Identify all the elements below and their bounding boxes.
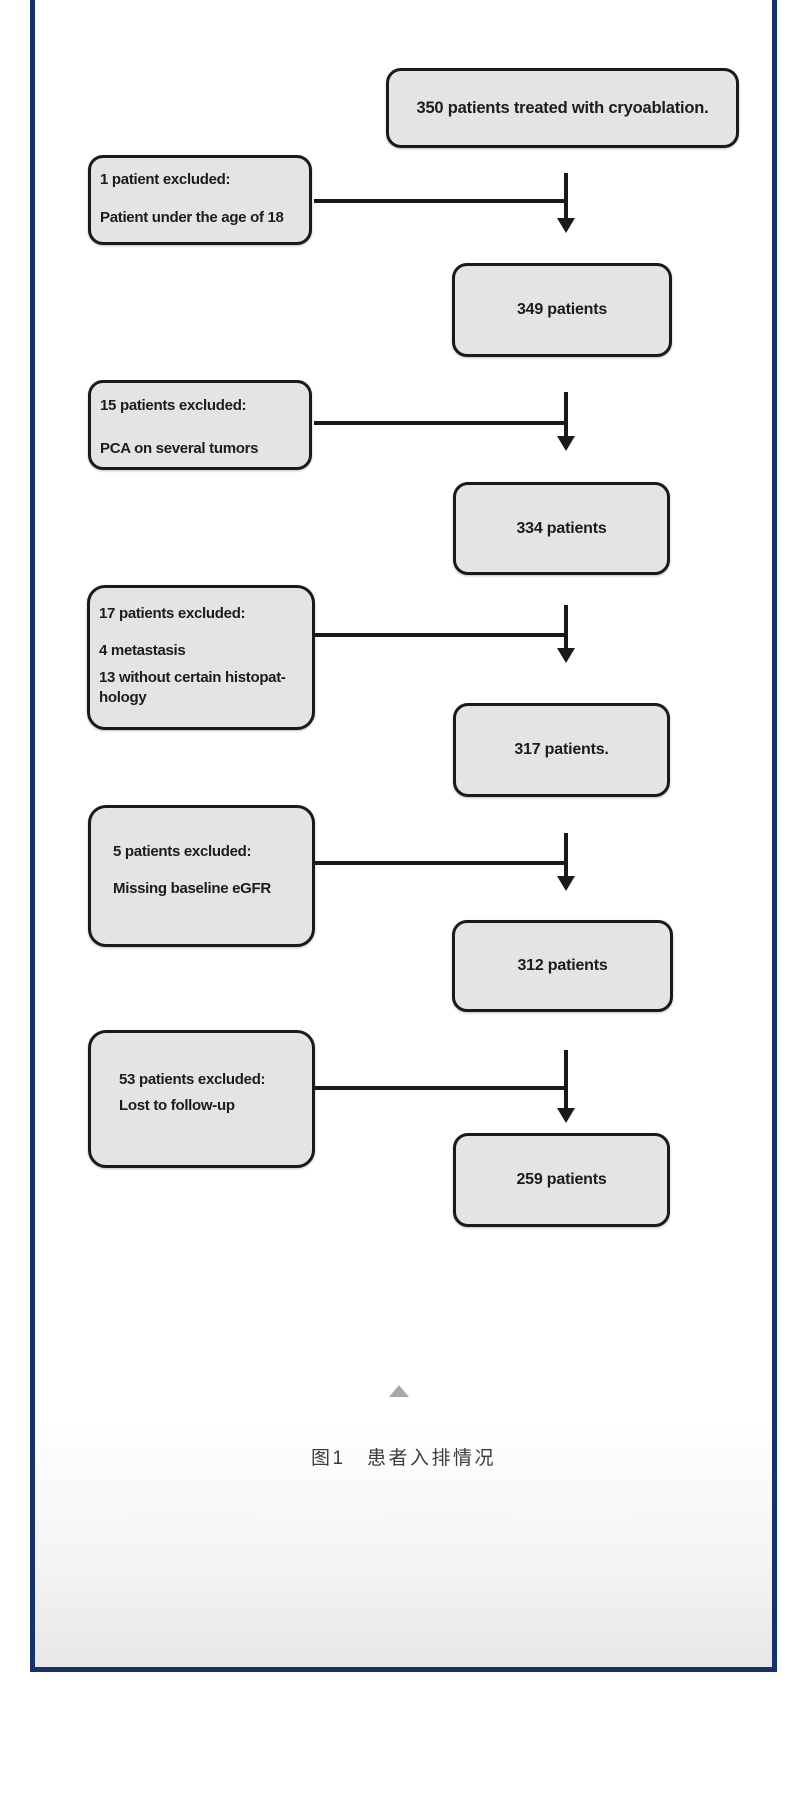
exclusion-box-4: 5 patients excluded: Missing baseline eG…	[88, 805, 315, 947]
exclusion-line: 13 without certain histopat-	[99, 669, 286, 686]
flow-box-label: 350 patients treated with cryoablation.	[416, 98, 709, 117]
flow-box-label: 259 patients	[516, 1171, 607, 1188]
exclusion-line: 1 patient excluded:	[100, 171, 231, 188]
flow-box-259-patients: 259 patients	[453, 1133, 670, 1227]
flow-box-349-patients: 349 patients	[452, 263, 672, 357]
flow-box-label: 312 patients	[517, 957, 608, 974]
exclusion-connector-line	[314, 633, 568, 637]
exclusion-connector-line	[314, 1086, 568, 1090]
down-arrow-line	[564, 392, 568, 438]
flow-box-label: 334 patients	[516, 519, 607, 537]
exclusion-line: PCA on several tumors	[100, 440, 259, 457]
down-arrowhead-icon	[557, 436, 575, 451]
down-arrowhead-icon	[557, 648, 575, 663]
exclusion-box-2: 15 patients excluded: PCA on several tum…	[88, 380, 312, 470]
down-arrowhead-icon	[557, 876, 575, 891]
exclusion-line: 5 patients excluded:	[113, 843, 252, 860]
exclusion-connector-line	[314, 861, 568, 865]
frame-right-border	[772, 0, 777, 1672]
exclusion-line: 53 patients excluded:	[119, 1071, 266, 1088]
flow-box-label: 317 patients.	[514, 741, 609, 758]
exclusion-line: hology	[99, 689, 147, 706]
exclusion-box-5: 53 patients excluded: Lost to follow-up	[88, 1030, 315, 1168]
flow-box-350-patients: 350 patients treated with cryoablation.	[386, 68, 739, 148]
down-arrowhead-icon	[557, 1108, 575, 1123]
exclusion-line: 17 patients excluded:	[99, 605, 246, 622]
flow-box-label: 349 patients	[516, 301, 608, 318]
frame-bottom-border	[30, 1667, 777, 1672]
flow-box-312-patients: 312 patients	[452, 920, 673, 1012]
exclusion-line: 15 patients excluded:	[100, 397, 247, 414]
exclusion-connector-line	[314, 199, 568, 203]
flow-box-317-patients: 317 patients.	[453, 703, 670, 797]
exclusion-box-3: 17 patients excluded: 4 metastasis 13 wi…	[87, 585, 315, 730]
exclusion-box-1: 1 patient excluded: Patient under the ag…	[88, 155, 312, 245]
down-arrow-line	[564, 605, 568, 650]
exclusion-line: Missing baseline eGFR	[113, 880, 271, 897]
exclusion-connector-line	[314, 421, 568, 425]
down-arrow-line	[564, 833, 568, 878]
collapse-triangle-icon[interactable]	[389, 1385, 409, 1397]
page-bottom-gradient	[35, 1420, 772, 1667]
exclusion-line: Lost to follow-up	[119, 1097, 235, 1114]
exclusion-line: Patient under the age of 18	[100, 209, 284, 226]
figure-caption: 图1 患者入排情况	[310, 1448, 497, 1469]
down-arrow-line	[564, 173, 568, 220]
exclusion-line: 4 metastasis	[99, 642, 186, 659]
down-arrowhead-icon	[557, 218, 575, 233]
flow-box-334-patients: 334 patients	[453, 482, 670, 575]
frame-left-border	[30, 0, 35, 1672]
down-arrow-line	[564, 1050, 568, 1110]
